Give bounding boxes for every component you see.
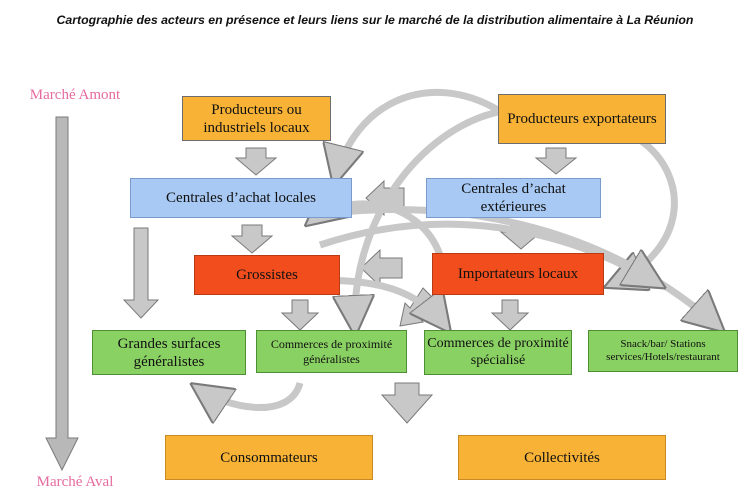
node-export-producers: Producteurs exportateurs bbox=[498, 94, 666, 144]
market-axis-arrow bbox=[45, 116, 79, 472]
arrow-wholesalers-to-convenience bbox=[280, 299, 320, 331]
arrow-importers-to-specialized bbox=[490, 299, 530, 331]
upstream-market-label: Marché Amont bbox=[29, 87, 121, 103]
arrow-local-purchasing-to-wholesalers bbox=[230, 224, 274, 254]
node-hypermarkets: Grandes surfaces généralistes bbox=[92, 330, 246, 375]
curve-wholesalers-to-horeca bbox=[318, 220, 660, 285]
node-convenience-general: Commerces de proximité généralistes bbox=[256, 330, 407, 373]
node-wholesalers: Grossistes bbox=[194, 255, 340, 295]
curve-exporters-to-local-purchasing bbox=[335, 88, 500, 180]
downstream-market-label: Marché Aval bbox=[36, 474, 114, 490]
arrow-producers-to-local-purchasing bbox=[234, 147, 278, 176]
arrow-local-purchasing-to-hypermarkets bbox=[122, 227, 160, 319]
node-external-purchasing: Centrales d’achat extérieures bbox=[426, 178, 601, 218]
diagram-title: Cartographie des acteurs en présence et … bbox=[56, 13, 694, 27]
node-collectivities: Collectivités bbox=[458, 435, 666, 480]
node-local-importers: Importateurs locaux bbox=[432, 253, 604, 295]
node-consumers: Consommateurs bbox=[165, 435, 373, 480]
node-horeca: Snack/bar/ Stations services/Hotels/rest… bbox=[588, 330, 738, 372]
curve-convenience-to-hypermarkets bbox=[196, 381, 304, 408]
arrow-retail-to-final bbox=[380, 382, 434, 424]
arrow-importers-to-wholesalers bbox=[360, 248, 403, 288]
curve-exporters-to-convenience bbox=[355, 108, 499, 330]
node-convenience-specialized: Commerces de proximité spécialisé bbox=[424, 330, 572, 375]
arrow-exporters-to-external-purchasing bbox=[534, 147, 578, 175]
node-local-purchasing: Centrales d’achat locales bbox=[130, 178, 352, 218]
node-local-producers: Producteurs ou industriels locaux bbox=[182, 96, 331, 141]
